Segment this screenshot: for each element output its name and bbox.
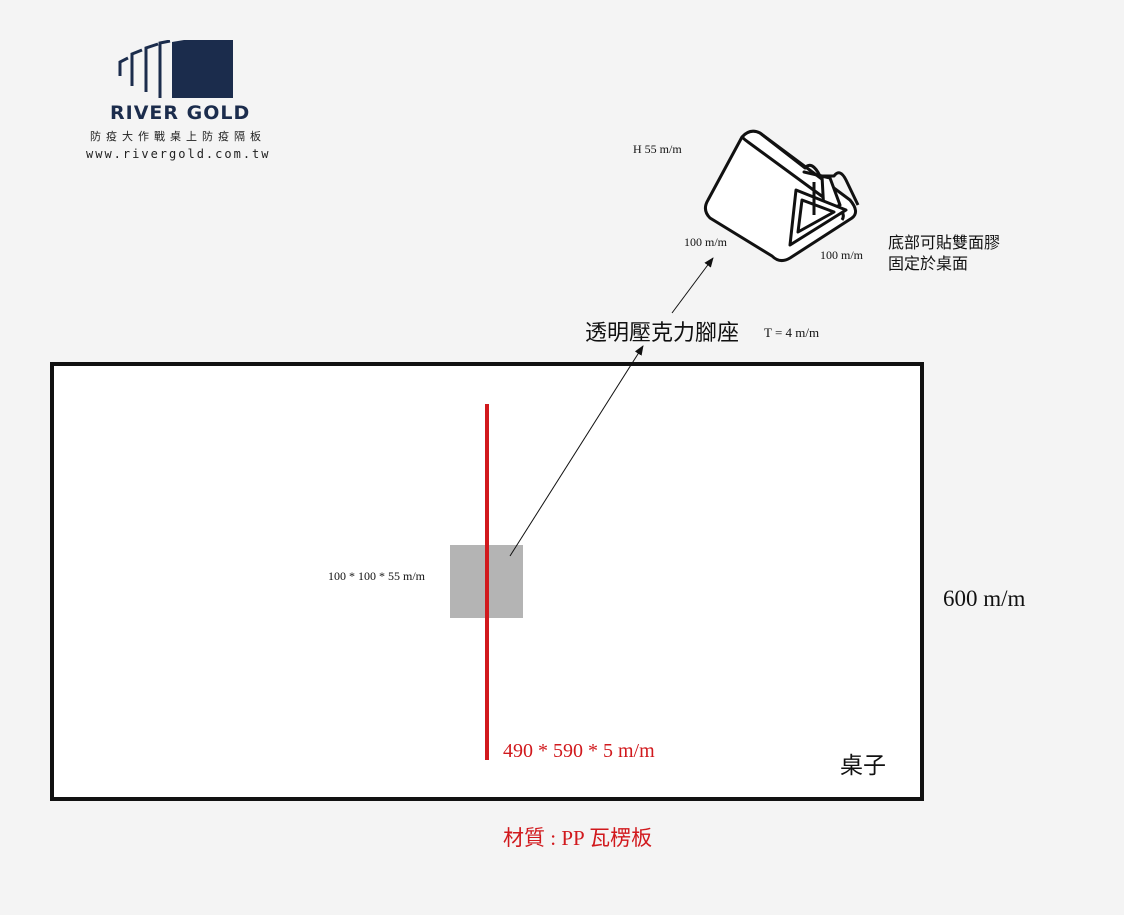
brand-name: RIVER GOLD xyxy=(110,102,251,124)
material-label: 材質 : PP 瓦楞板 xyxy=(503,826,653,850)
desk-label: 桌子 xyxy=(840,753,886,779)
brand-tagline: 防疫大作戰桌上防疫隔板 xyxy=(90,130,266,143)
river-gold-logo-icon xyxy=(118,40,233,98)
brand-website: www.rivergold.com.tw xyxy=(86,147,271,161)
stand-note-line1: 底部可貼雙面膠 xyxy=(888,233,1001,252)
acrylic-stand-icon xyxy=(703,129,860,263)
partition-dimension-label: 490 * 590 * 5 m/m xyxy=(503,740,655,762)
stand-width-label: 100 m/m xyxy=(684,235,728,249)
base-dimension-label: 100 * 100 * 55 m/m xyxy=(328,569,426,583)
stand-note: 底部可貼雙面膠 固定於桌面 xyxy=(888,232,1028,274)
stand-depth-label: 100 m/m xyxy=(820,248,864,262)
callout-thickness: T = 4 m/m xyxy=(764,325,820,340)
stand-height-label: H 55 m/m xyxy=(633,142,682,156)
leader-line-base xyxy=(509,345,644,557)
callout-title: 透明壓克力腳座 xyxy=(585,321,740,346)
desk-dimension-label: 600 m/m xyxy=(943,586,1026,611)
stand-note-line2: 固定於桌面 xyxy=(888,254,969,273)
leader-line-stand xyxy=(671,257,714,314)
